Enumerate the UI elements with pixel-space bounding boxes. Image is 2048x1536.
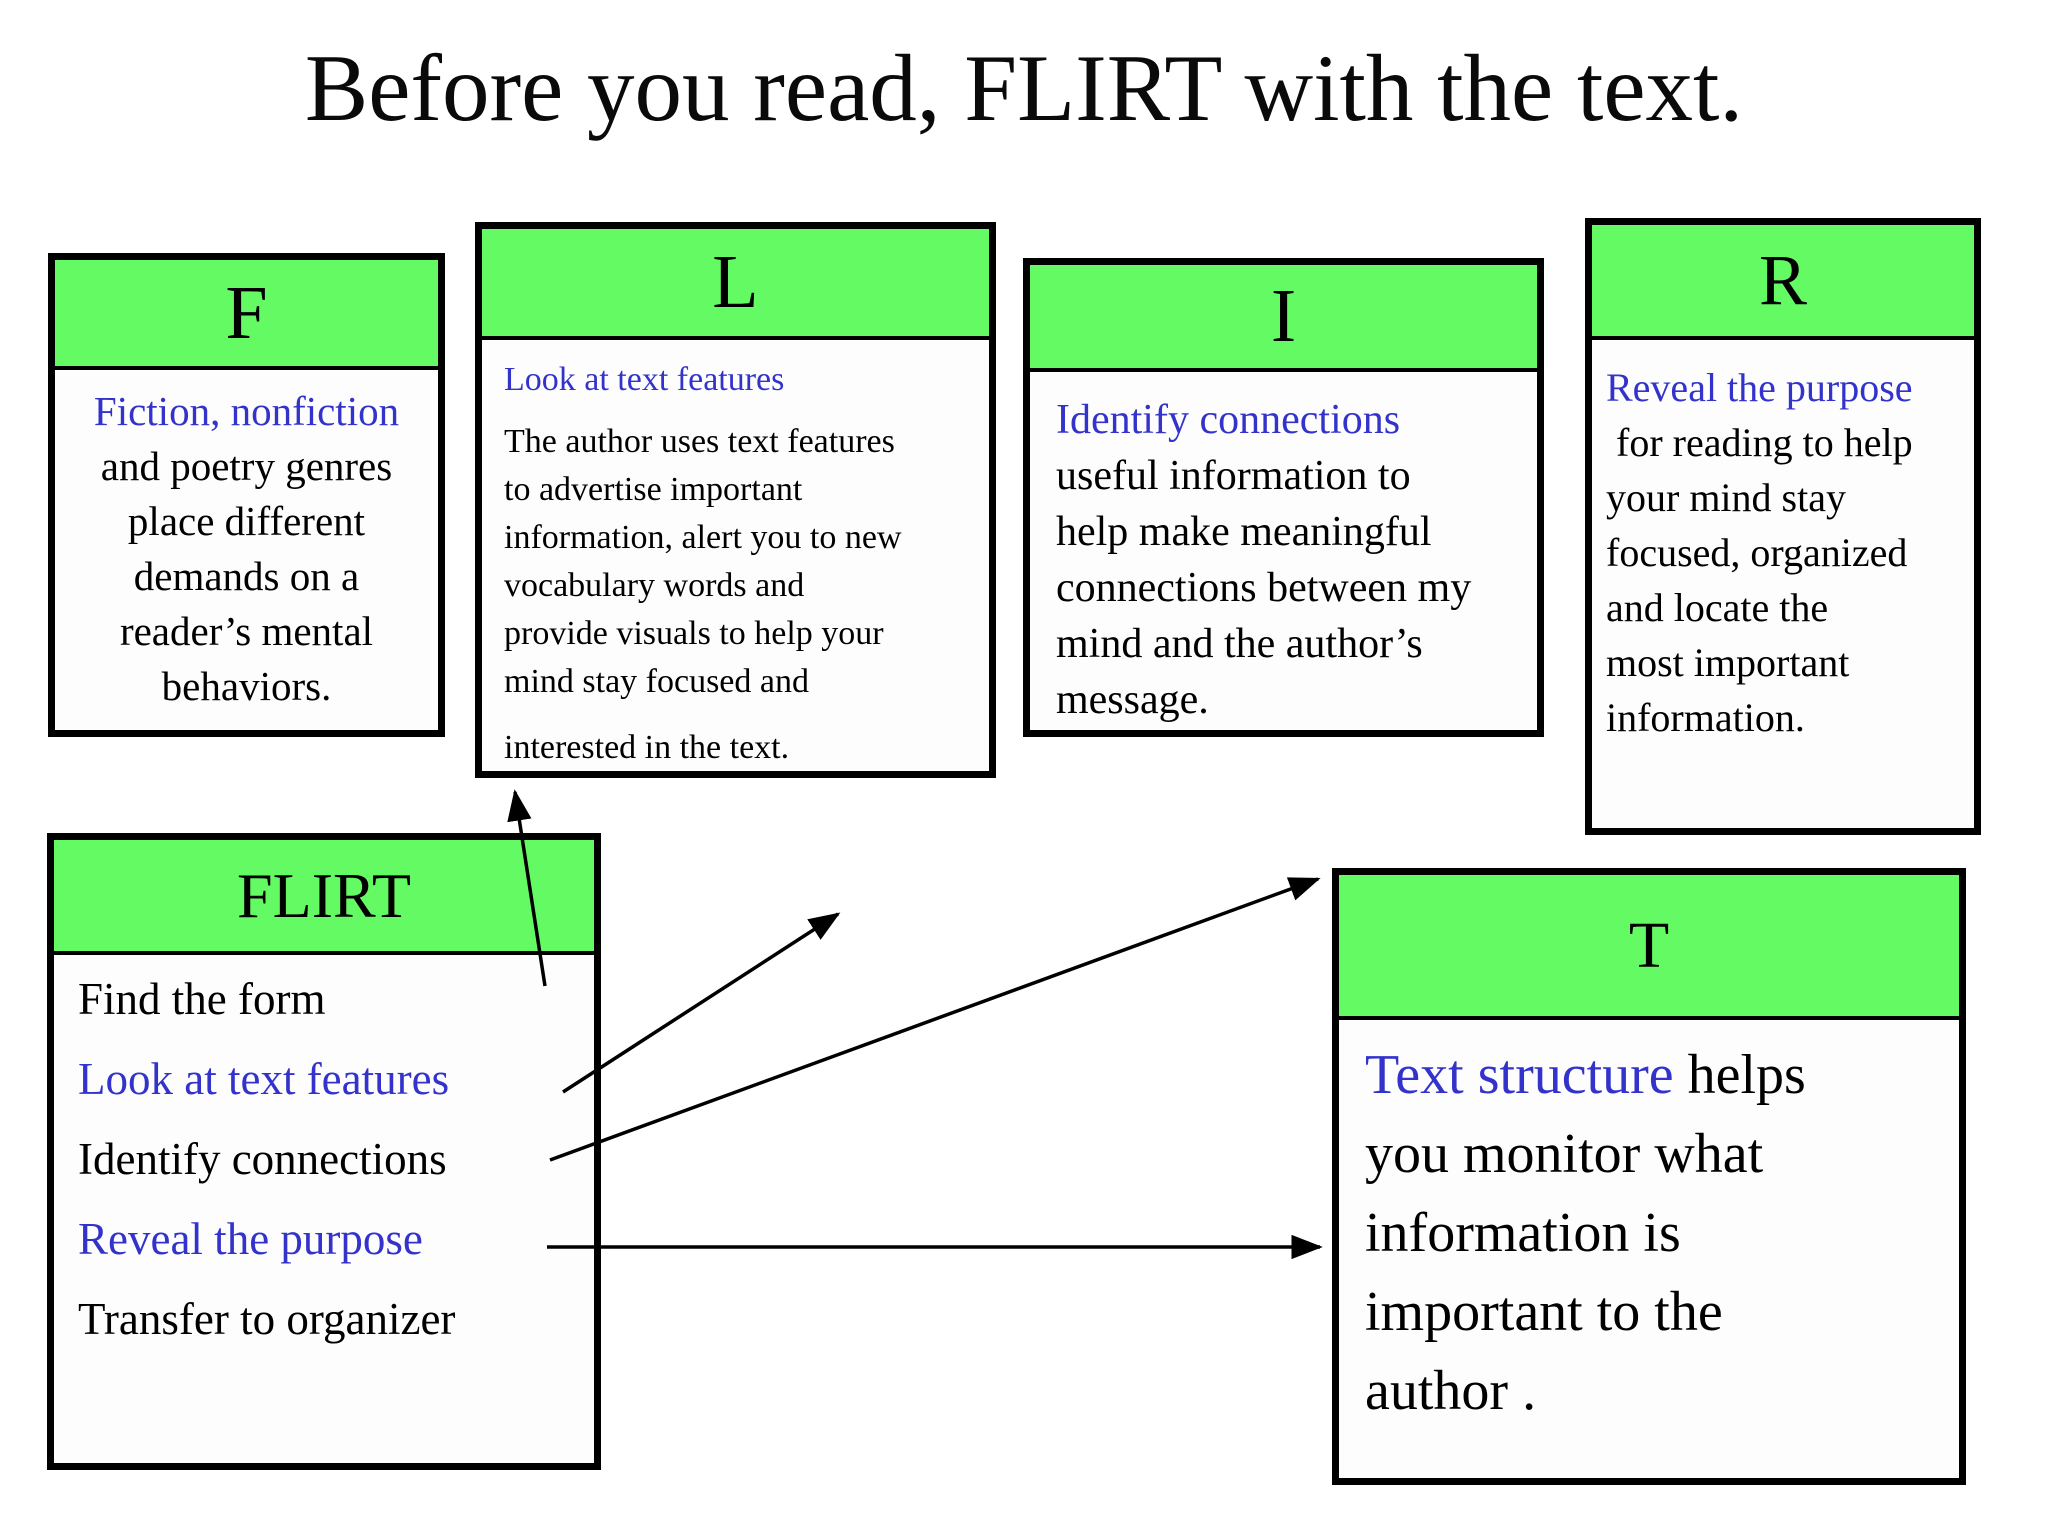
- text-line: useful information to: [1056, 453, 1411, 499]
- text-line: your mind stay: [1606, 475, 1846, 520]
- box-f: F Fiction, nonfiction and poetry genres …: [48, 253, 445, 737]
- text-line: Fiction, nonfiction: [93, 388, 400, 434]
- text-line: The author uses text features: [504, 423, 895, 460]
- box-l-body: Look at text features The author uses te…: [482, 340, 989, 772]
- text-segment: helps: [1673, 1044, 1806, 1106]
- text-line: Reveal the purpose: [78, 1214, 423, 1264]
- box-r: R Reveal the purpose for reading to help…: [1585, 218, 1981, 835]
- box-r-letter: R: [1758, 240, 1808, 320]
- box-t-body: Text structure helps you monitor what in…: [1339, 1020, 1959, 1431]
- box-l-letter: L: [712, 240, 759, 324]
- text-line: you monitor what: [1365, 1123, 1764, 1185]
- text-line: author .: [1365, 1360, 1537, 1422]
- text-line: place different: [127, 498, 366, 544]
- text-line: Look at text features: [78, 1054, 450, 1104]
- box-l: L Look at text features The author uses …: [475, 222, 996, 778]
- box-i-header: I: [1030, 265, 1537, 372]
- text-line: mind stay focused and: [504, 663, 809, 700]
- text-line: interested in the text.: [504, 729, 790, 766]
- box-flirt-header: FLIRT: [54, 840, 594, 955]
- box-l-header: L: [482, 229, 989, 340]
- text-line: reader’s mental: [119, 608, 374, 654]
- box-t: T Text structure helps you monitor what …: [1332, 868, 1966, 1485]
- text-line: information.: [1606, 695, 1805, 740]
- text-line: and poetry genres: [100, 443, 393, 489]
- text-line: demands on a: [133, 553, 360, 599]
- text-line: behaviors.: [161, 663, 332, 709]
- box-f-body: Fiction, nonfiction and poetry genres pl…: [55, 370, 438, 714]
- text-line: provide visuals to help your: [504, 615, 884, 652]
- text-line: and locate the: [1606, 585, 1829, 630]
- box-t-letter: T: [1628, 908, 1670, 982]
- text-line: information, alert you to new: [504, 519, 902, 556]
- box-r-body: Reveal the purpose for reading to help y…: [1592, 340, 1974, 745]
- text-line: to advertise important: [504, 471, 803, 508]
- box-i: I Identify connections useful informatio…: [1023, 258, 1544, 737]
- box-r-header: R: [1592, 225, 1974, 340]
- text-line: mind and the author’s: [1056, 621, 1423, 667]
- slide-title: Before you read, FLIRT with the text.: [304, 35, 1744, 141]
- box-flirt: FLIRT Find the form Look at text feature…: [47, 833, 601, 1470]
- box-i-body: Identify connections useful information …: [1030, 372, 1537, 728]
- text-line: Reveal the purpose: [1606, 365, 1913, 410]
- text-line: most important: [1606, 640, 1850, 685]
- text-line: for reading to help: [1606, 420, 1913, 465]
- text-segment: Text structure: [1365, 1044, 1674, 1106]
- text-line: help make meaningful: [1056, 509, 1432, 555]
- text-line: connections between my: [1056, 565, 1472, 611]
- text-line: vocabulary words and: [504, 567, 805, 604]
- box-flirt-body: Find the form Look at text features Iden…: [54, 955, 594, 1359]
- text-line: Transfer to organizer: [78, 1294, 456, 1344]
- text-line: message.: [1056, 677, 1209, 723]
- text-line: important to the: [1365, 1281, 1723, 1343]
- look-at-text-features-arrow: [562, 912, 841, 1094]
- text-line: information is: [1365, 1202, 1681, 1264]
- box-i-letter: I: [1270, 274, 1297, 358]
- text-line: focused, organized: [1606, 530, 1908, 575]
- text-line: Text structure helps: [1365, 1036, 1951, 1115]
- text-line: Look at text features: [504, 361, 785, 398]
- text-line: Identify connections: [1056, 397, 1401, 443]
- identify-connections-to-t-arrow: [549, 877, 1321, 1162]
- box-flirt-title: FLIRT: [237, 859, 411, 931]
- text-line: Identify connections: [78, 1134, 447, 1184]
- box-f-letter: F: [225, 270, 268, 355]
- box-f-header: F: [55, 260, 438, 370]
- box-t-header: T: [1339, 875, 1959, 1020]
- text-line: Find the form: [78, 974, 326, 1024]
